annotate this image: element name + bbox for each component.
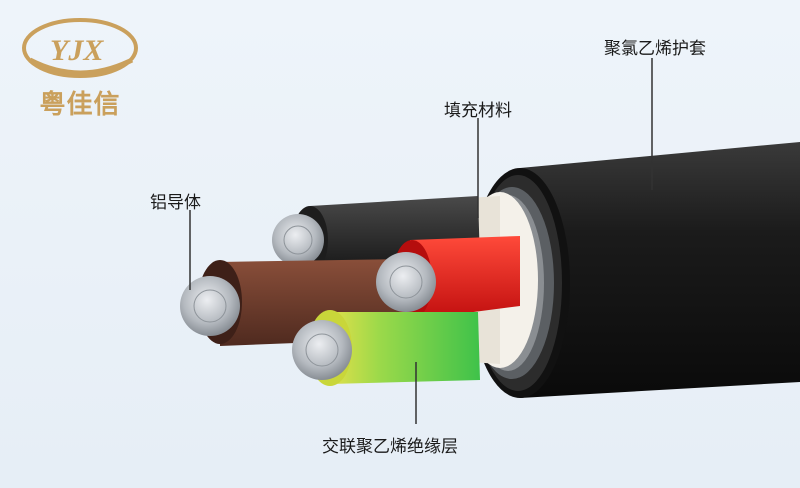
core-green-yellow: [292, 310, 480, 386]
label-pvc-jacket: 聚氯乙烯护套: [604, 39, 706, 59]
label-aluminum-conductor: 铝导体: [150, 193, 201, 213]
label-xlpe-insulation: 交联聚乙烯绝缘层: [322, 437, 458, 457]
logo-mark: YJX: [14, 18, 144, 118]
core-red: [376, 236, 520, 320]
brand-name: 粤佳信: [39, 90, 121, 120]
brand-logo: [22, 18, 138, 78]
aluminum-strands: [193, 225, 423, 367]
leader-lines: [189, 58, 653, 424]
label-filler-material: 填充材料: [444, 101, 512, 121]
logo-mark-text: YJX: [50, 34, 104, 67]
